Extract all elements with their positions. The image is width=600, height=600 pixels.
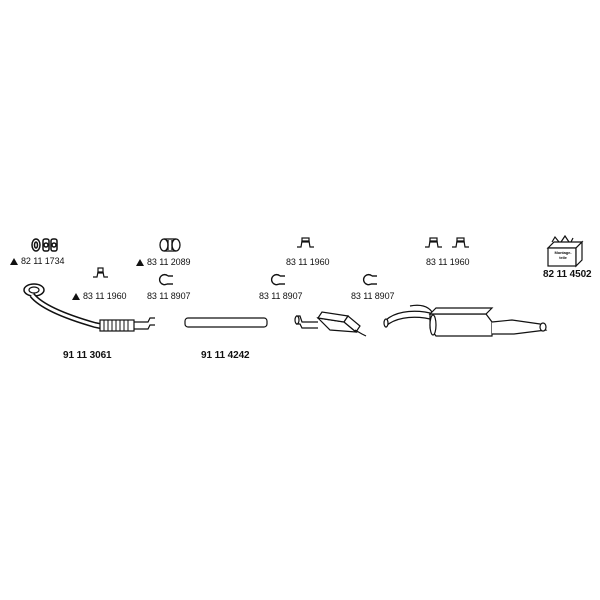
part-number-hanger-mid: 83 11 1960 [286,257,330,267]
hanger-bracket-icon [93,267,108,278]
mounting-kit-box-label: Montage- teile [550,250,576,260]
box-label-line: teile [559,255,567,260]
part-number-rubber-mount: 82 11 1734 [10,256,64,266]
part-number-front-pipe: 91 11 3061 [63,350,112,361]
middle-silencer-icon [294,311,367,337]
part-number-clamp-small-right: 83 11 8907 [351,291,395,301]
middle-pipe-icon [184,317,268,328]
hanger-bracket-icon [425,237,469,248]
front-pipe-icon [23,283,155,332]
hanger-bracket-icon [297,237,314,248]
part-number-text: 83 11 1960 [83,291,127,301]
part-number-mounting-kit: 82 11 4502 [543,269,592,280]
part-number-clamp-small-left: 83 11 8907 [147,291,191,301]
warning-triangle-icon [136,259,144,266]
rear-silencer-icon [383,304,548,337]
mounting-kit-box-icon [546,234,584,268]
part-number-text: 83 11 2089 [147,257,191,267]
part-number-hanger-left: 83 11 1960 [72,291,126,301]
part-number-clamp-small-mid: 83 11 8907 [259,291,303,301]
small-clamp-icon [158,273,377,286]
pipe-clamp-icon [159,238,181,252]
box-label-line: Montage- [554,250,572,255]
part-number-middle-pipe: 91 11 4242 [201,350,250,361]
rubber-mount-icon [31,238,58,252]
part-number-clamp-top: 83 11 2089 [136,257,190,267]
part-number-text: 82 11 1734 [21,256,65,266]
part-number-hanger-right: 83 11 1960 [426,257,470,267]
warning-triangle-icon [72,293,80,300]
warning-triangle-icon [10,258,18,265]
